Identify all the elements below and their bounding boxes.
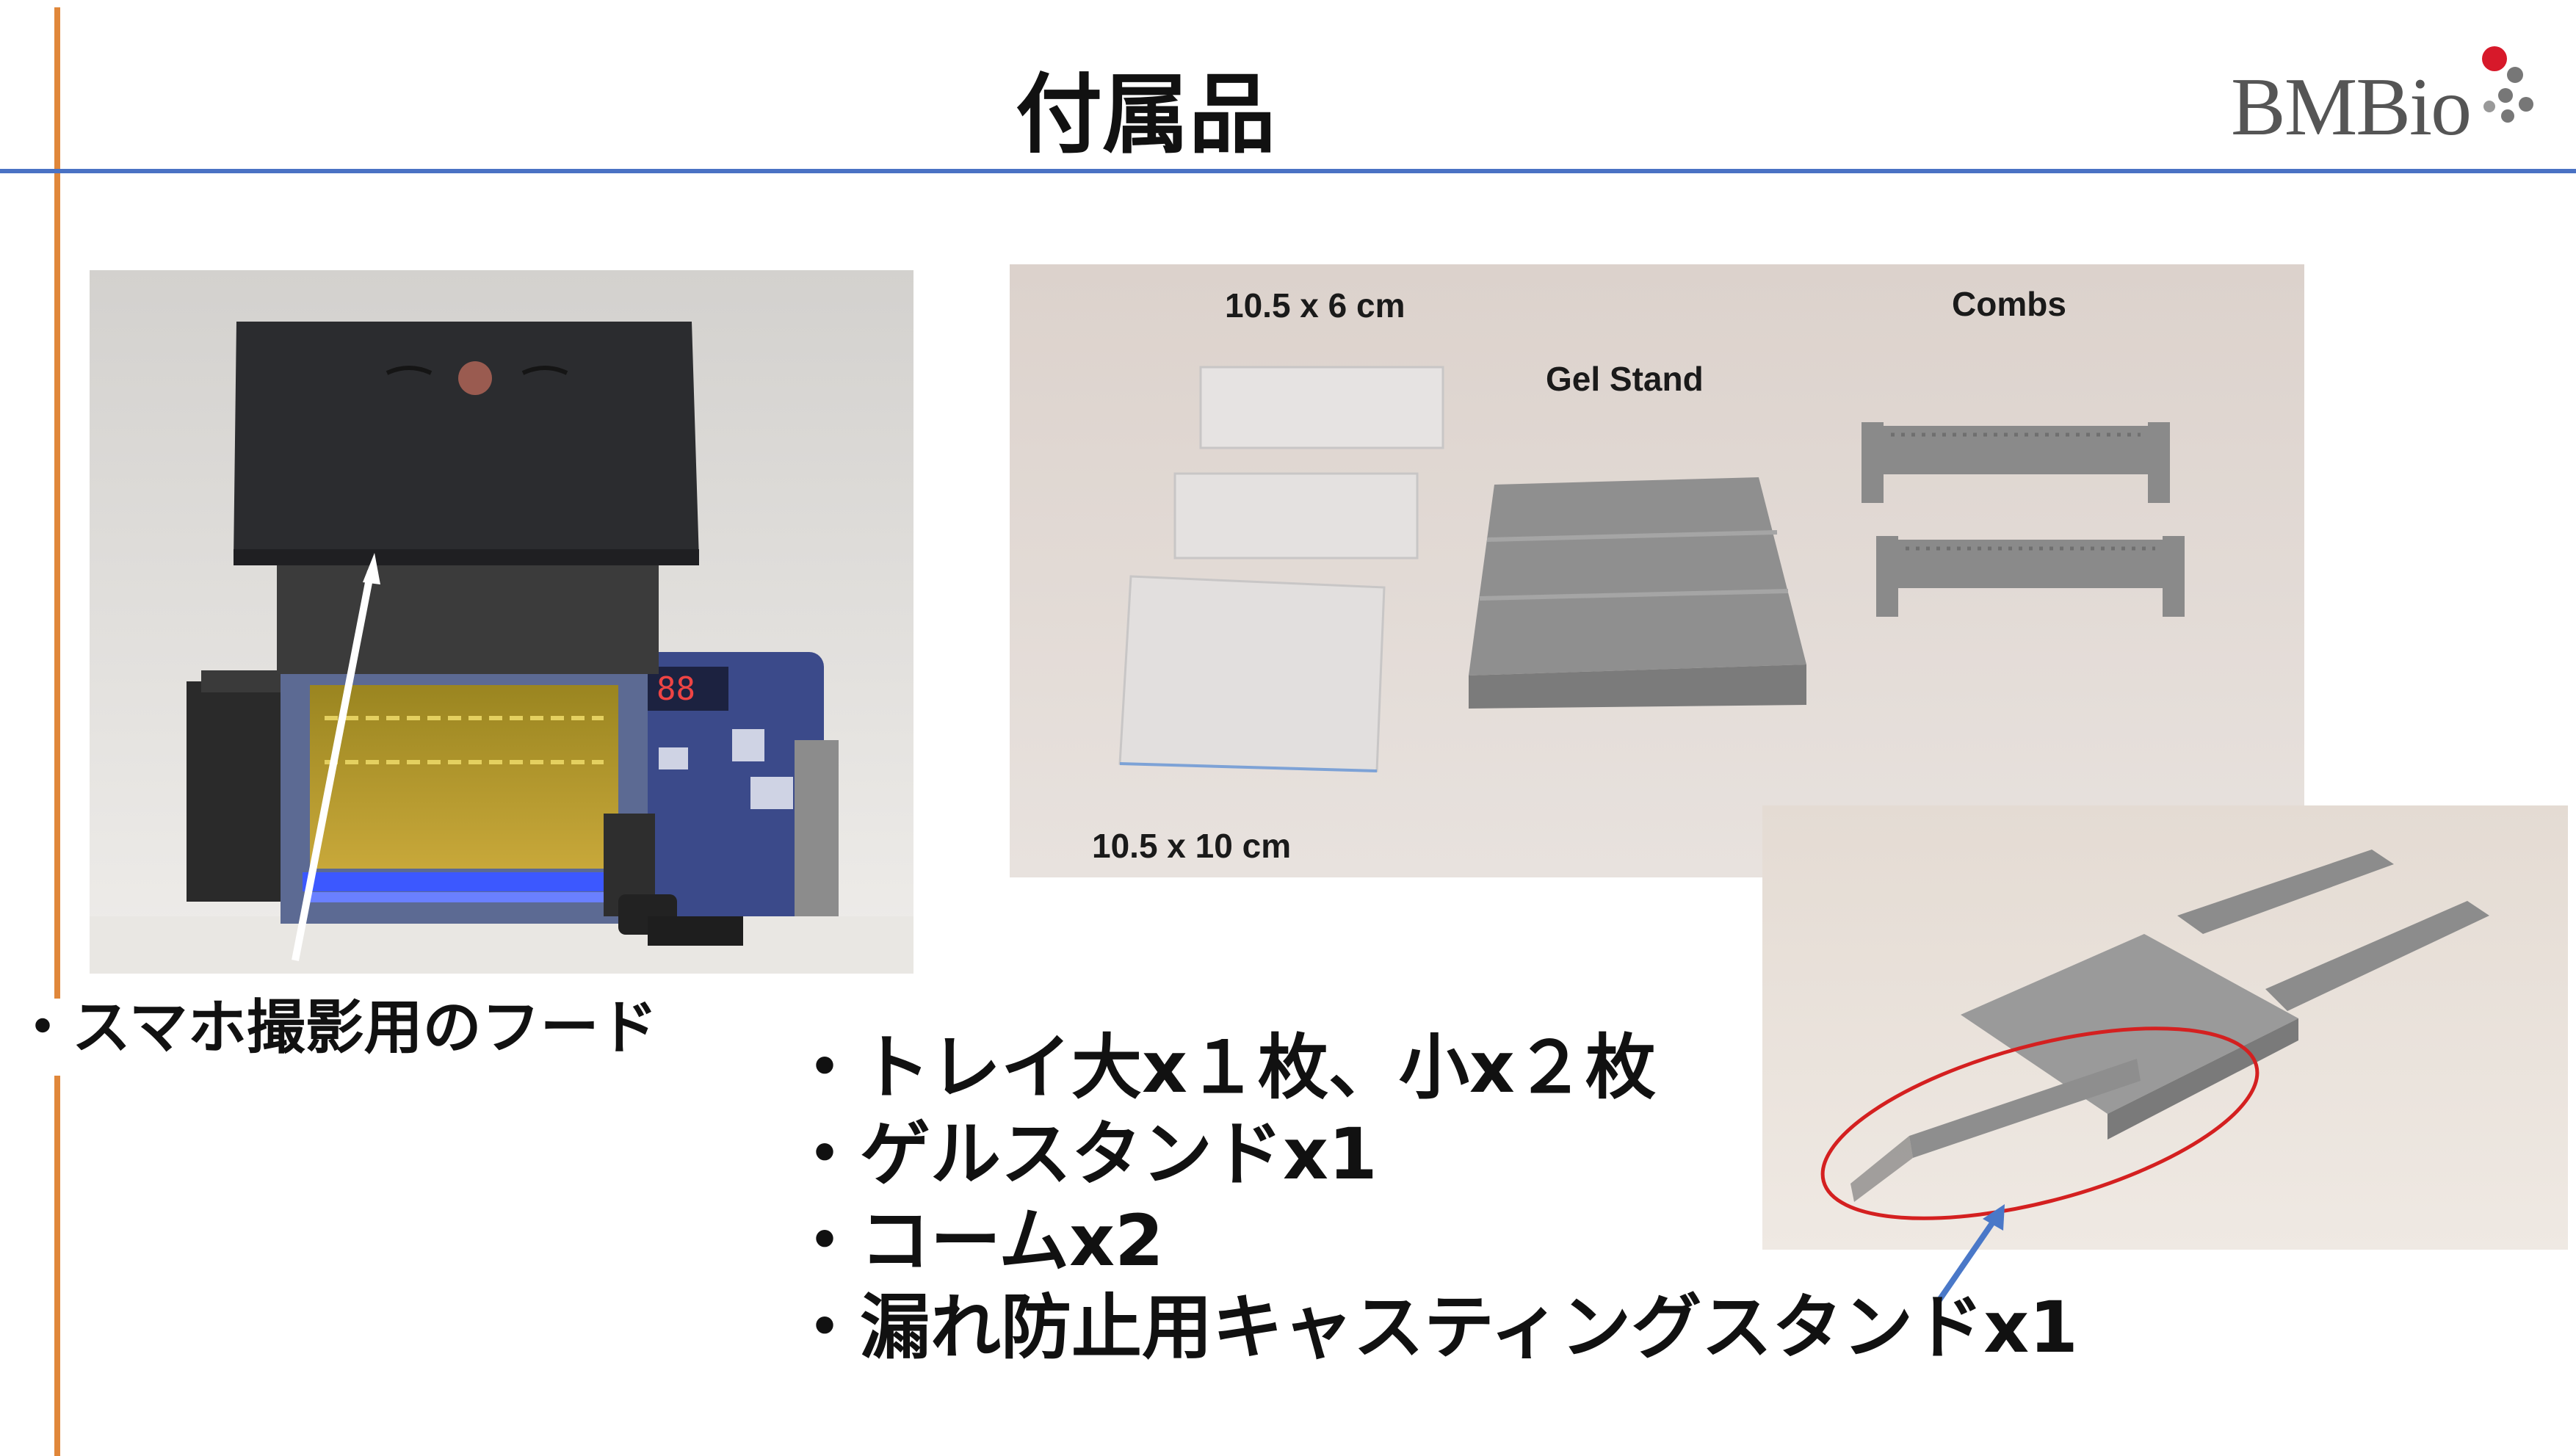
svg-text:88: 88 — [656, 670, 695, 708]
left-accent-rule-lower — [54, 1076, 60, 1456]
parts-photo: 10.5 x 6 cm Gel Stand Combs 10.5 x 10 cm — [1010, 264, 2304, 877]
logo-text: BMBio — [2231, 62, 2472, 153]
list-item: ・コームx2 — [789, 1200, 1164, 1282]
company-logo: BMBio — [2218, 29, 2555, 154]
logo-dots-icon — [2482, 46, 2533, 123]
label-tray-small: 10.5 x 6 cm — [1225, 286, 1405, 325]
hood-caption: ・スマホ撮影用のフード — [13, 993, 658, 1062]
label-gel-stand: Gel Stand — [1546, 360, 1704, 398]
list-item: ・漏れ防止用キャスティングスタンドx1 — [789, 1286, 2078, 1369]
accessory-list: ・トレイ大x１枚、小x２枚 ・ゲルスタンドx1 ・コームx2 ・漏れ防止用キャス… — [789, 1024, 2078, 1371]
hood-pointer-arrow — [292, 571, 375, 961]
list-item: ・ゲルスタンドx1 — [789, 1113, 1378, 1195]
list-item: ・トレイ大x１枚、小x２枚 — [789, 1026, 1656, 1109]
slide-title: 付属品 — [1015, 64, 1276, 165]
label-combs: Combs — [1952, 285, 2066, 323]
label-tray-large: 10.5 x 10 cm — [1092, 827, 1291, 865]
left-accent-rule-upper — [54, 7, 60, 999]
device-photo: 88 — [90, 270, 913, 974]
title-underline — [0, 169, 2576, 173]
